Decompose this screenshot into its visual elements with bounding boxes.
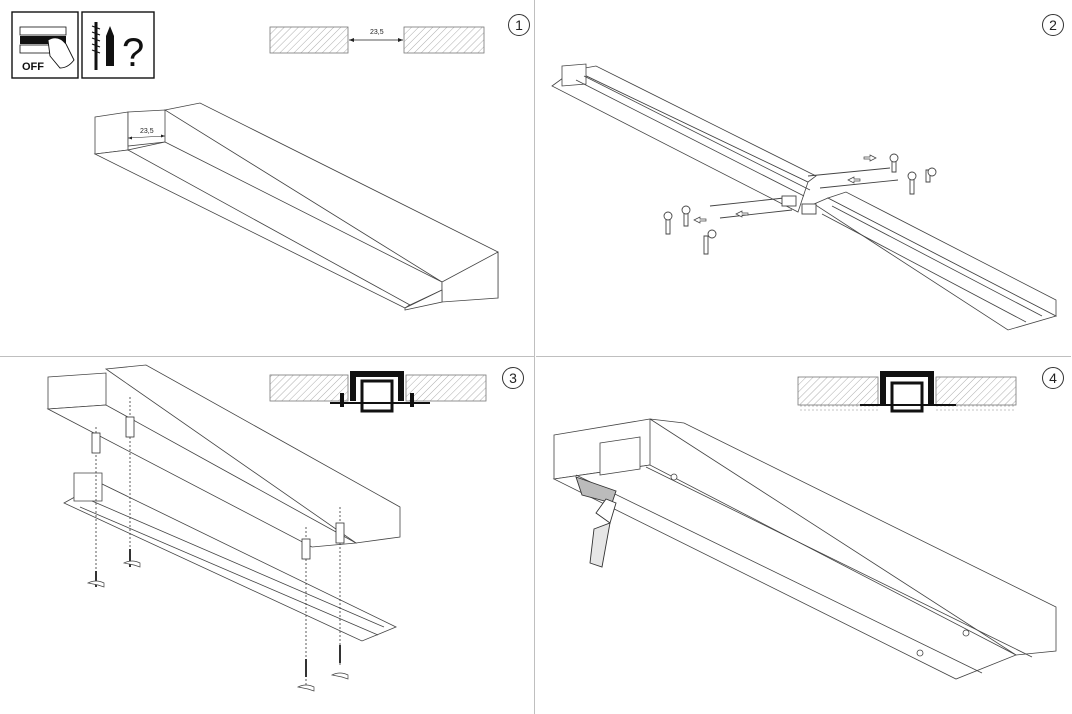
- profile-rail-right: [813, 191, 1058, 331]
- step-4-panel: 4: [536, 357, 1071, 714]
- ceiling-section-with-profile: [269, 371, 487, 413]
- question-mark: ?: [122, 31, 144, 75]
- gap-dimension: 23,5: [370, 29, 384, 36]
- clip-fasteners: [663, 153, 937, 255]
- plaster-spatula-tool: [575, 476, 617, 568]
- power-off-icon: OFF: [11, 11, 79, 79]
- ceiling-channel-3d: [93, 102, 499, 311]
- profile-rail-left: [551, 63, 817, 213]
- tools-question-icon: ?: [81, 11, 155, 79]
- led-profile-3d: [63, 472, 397, 642]
- plastered-ceiling-section: [797, 371, 1017, 413]
- screws-and-anchors: [91, 397, 345, 687]
- direction-arrows: [693, 154, 877, 224]
- step-2-number: 2: [1042, 14, 1064, 36]
- ceiling-cut-dimension: 23,5: [269, 26, 485, 54]
- ceiling-block-3d: [46, 364, 401, 548]
- step-1-illustration: OFF ? 23,5: [11, 11, 499, 311]
- step-3-illustration: [46, 364, 487, 692]
- step-2-panel: 2: [536, 0, 1071, 357]
- step-1-panel: 1 OFF ?: [0, 0, 535, 357]
- connector-pins: [709, 167, 899, 219]
- channel-width-dimension: 23,5: [140, 128, 154, 135]
- step-2-illustration: [551, 63, 1058, 331]
- rotation-arrows: [86, 560, 349, 692]
- step-4-number: 4: [1042, 367, 1064, 389]
- off-label: OFF: [22, 61, 44, 73]
- step-3-panel: 3: [0, 357, 535, 714]
- step-3-number: 3: [502, 367, 524, 389]
- step-1-number: 1: [508, 14, 530, 36]
- step-4-illustration: [552, 371, 1057, 680]
- ceiling-block-with-profile-3d: [552, 418, 1057, 680]
